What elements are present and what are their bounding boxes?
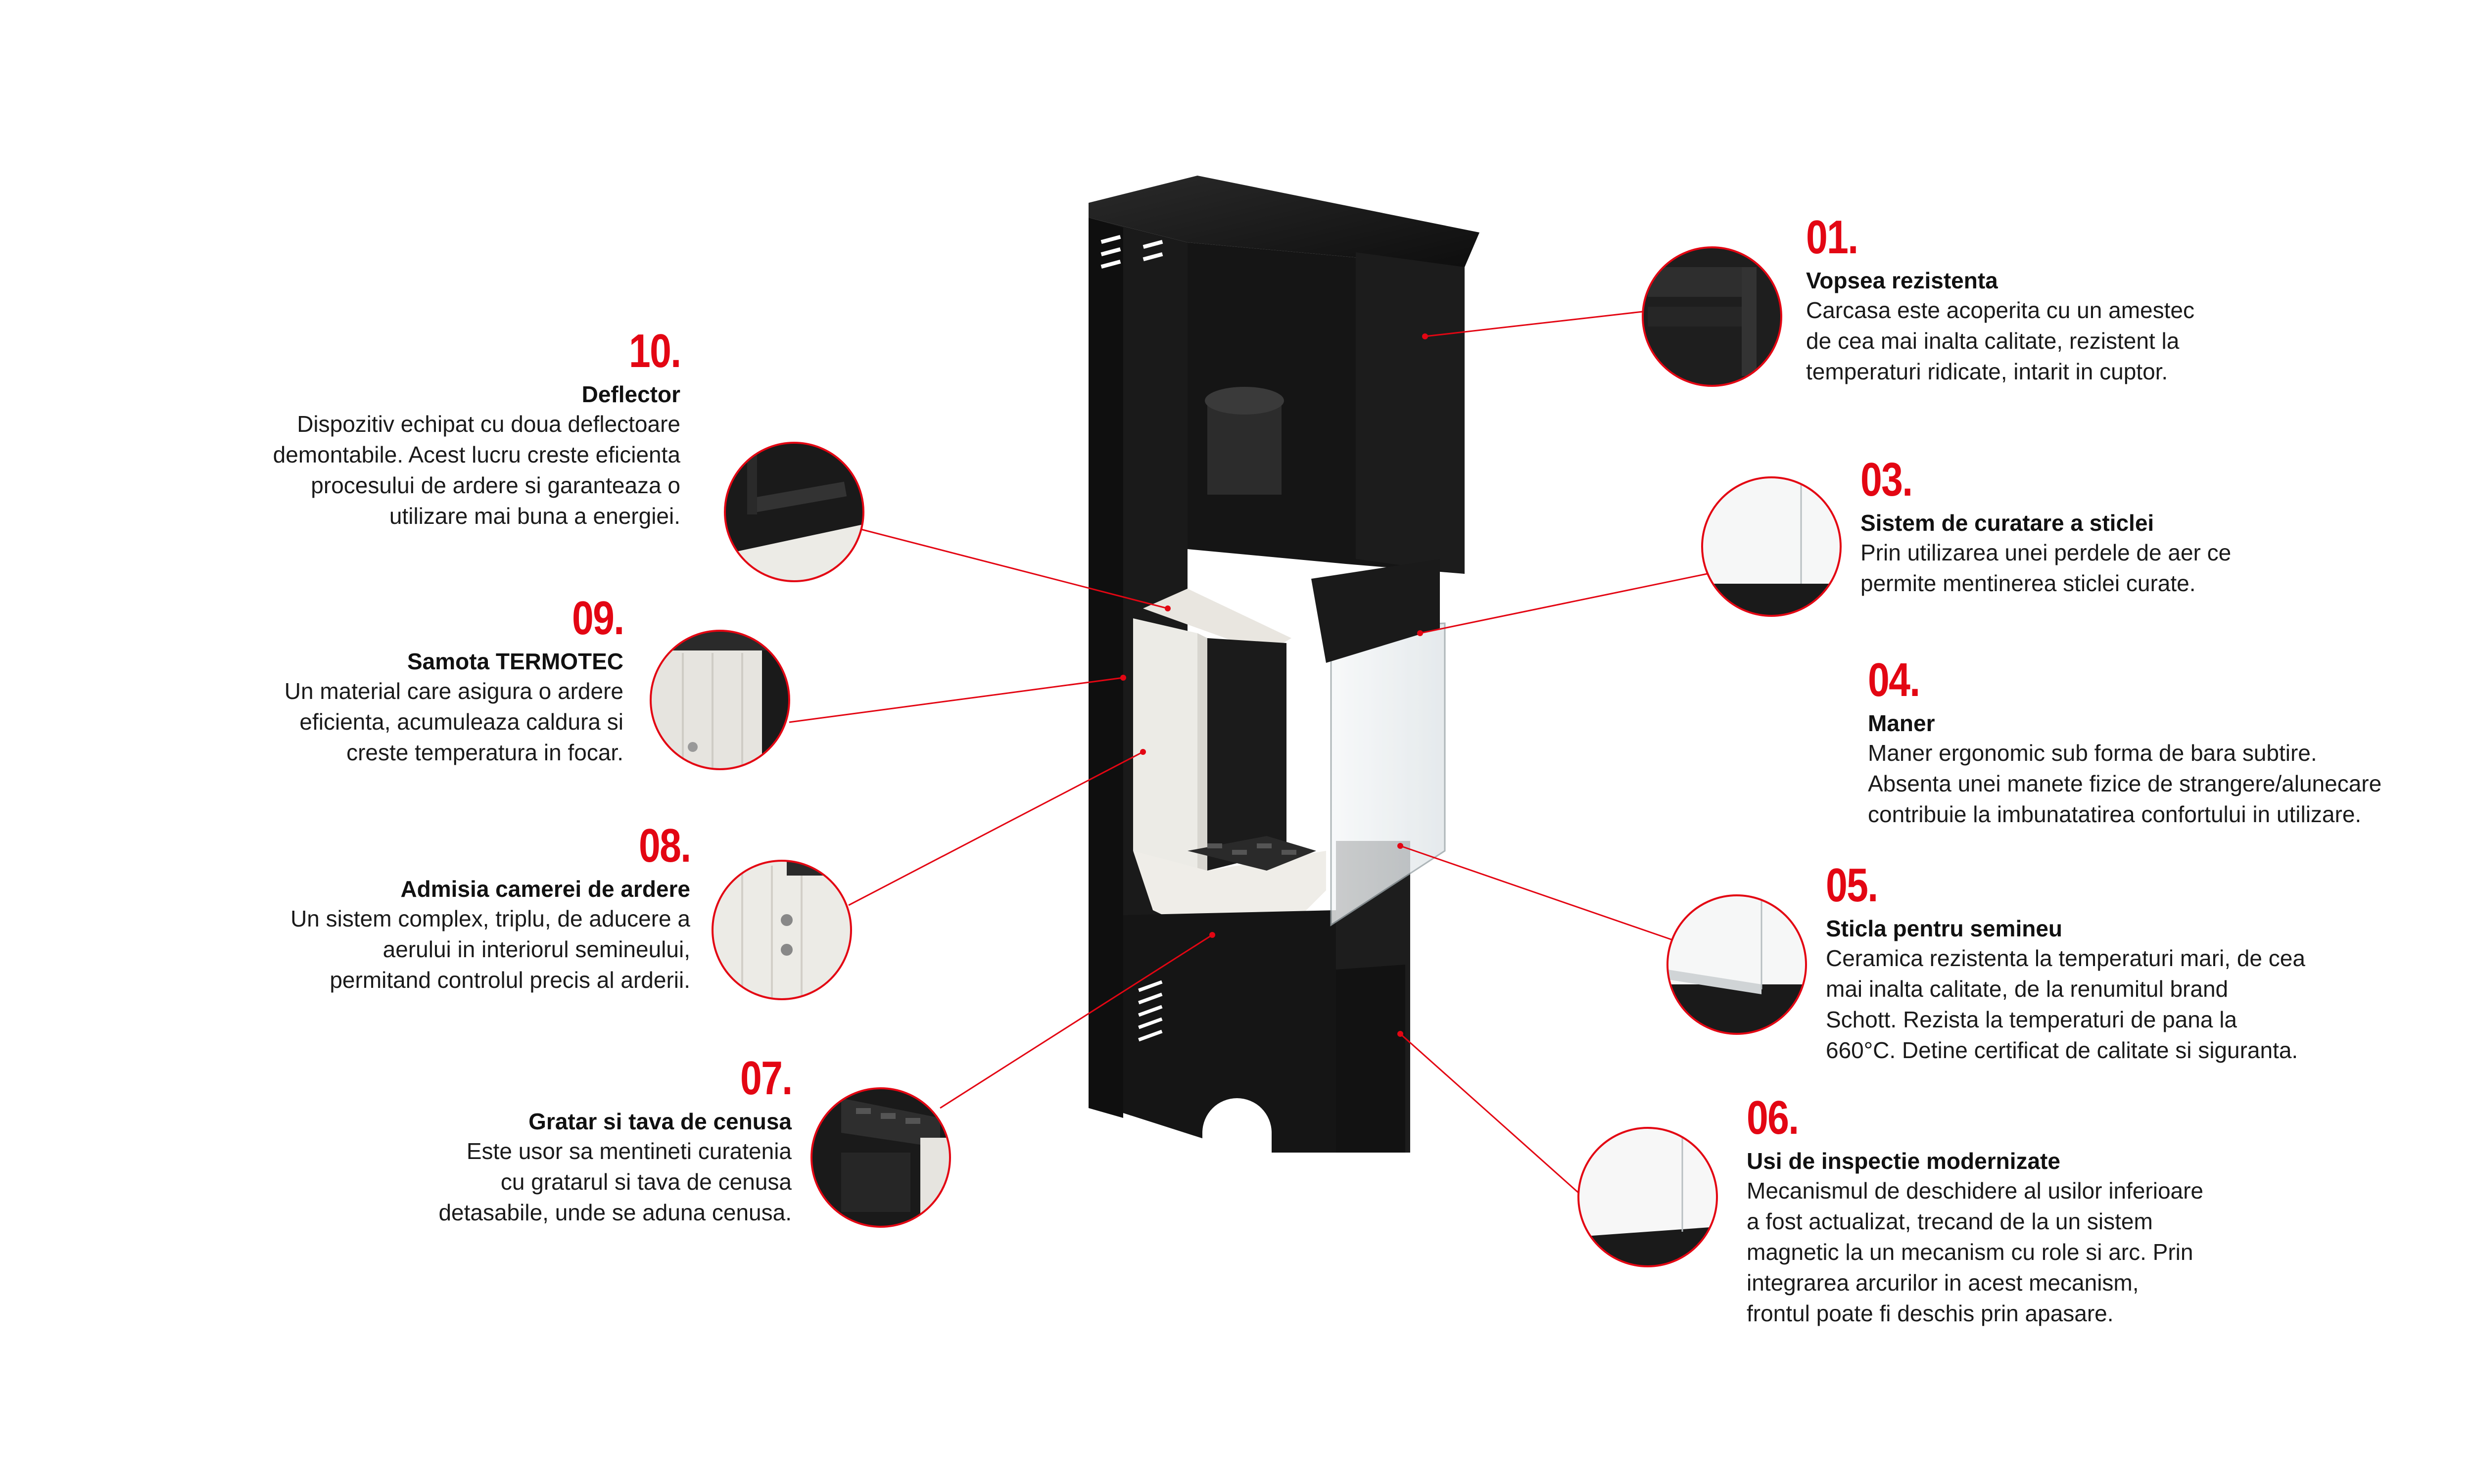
callout-number: 07. [740,1052,792,1105]
callout-paint: 01. Vopsea rezistenta Carcasa este acope… [1806,213,2449,387]
callout-description: Carcasa este acoperita cu un amestec de … [1806,297,2194,384]
callout-handle: 04. Maner Maner ergonomic sub forma de b… [1868,655,2462,830]
callout-description: Maner ergonomic sub forma de bara subtir… [1868,740,2382,827]
callout-title: Usi de inspectie modernizate [1747,1148,2060,1174]
callout-glass-cleaning: 03. Sistem de curatare a sticlei Prin ut… [1860,455,2474,599]
callout-description: Prin utilizarea unei perdele de aer ce p… [1860,540,2232,596]
callout-title: Vopsea rezistenta [1806,268,1998,293]
glass-detail-icon [1666,894,1807,1035]
callout-glass: 05. Sticla pentru semineu Ceramica rezis… [1826,861,2469,1066]
callout-number: 04. [1868,653,1920,706]
callout-description: Este usor sa mentineti curatenia cu grat… [438,1138,792,1225]
deflector-detail-icon [724,442,864,582]
callout-description: Un material care asigura o ardere eficie… [284,678,623,765]
leader-lines [789,311,1708,1198]
air-intake-detail-icon [712,860,852,1000]
callout-number: 10. [628,325,681,377]
grate-ashpan-detail-icon [810,1087,951,1228]
callout-inspection-doors: 06. Usi de inspectie modernizate Mecanis… [1747,1093,2390,1329]
callout-description: Un sistem complex, triplu, de aducere a … [290,906,690,993]
callout-title: Sticla pentru semineu [1826,916,2063,941]
callout-number: 03. [1860,453,1913,506]
callout-description: Dispozitiv echipat cu doua deflectoare d… [273,411,680,529]
callout-title: Admisia camerei de ardere [400,876,690,902]
callout-description: Mecanismul de deschidere al usilor infer… [1747,1178,2204,1326]
callout-number: 05. [1826,859,1878,912]
callout-title: Sistem de curatare a sticlei [1860,510,2154,536]
stove-cutaway [1089,176,1479,1158]
callout-description: Ceramica rezistenta la temperaturi mari,… [1826,945,2305,1063]
callout-title: Samota TERMOTEC [407,649,623,674]
callout-number: 08. [638,819,691,872]
glass-cleaning-detail-icon [1701,476,1842,617]
callout-air-intake: 08. Admisia camerei de ardere Un sistem … [47,819,691,995]
callout-deflector: 10. Deflector Dispozitiv echipat cu doua… [37,325,681,531]
callout-title: Deflector [581,381,680,407]
callout-samota: 09. Samota TERMOTEC Un material care asi… [0,592,624,768]
samota-detail-icon [650,630,790,770]
callout-title: Gratar si tava de cenusa [528,1109,792,1134]
callout-grate: 07. Gratar si tava de cenusa Este usor s… [148,1054,792,1228]
callout-number: 09. [571,592,624,645]
inspection-door-detail-icon [1577,1127,1718,1267]
paint-detail-icon [1642,246,1782,387]
callout-number: 06. [1747,1091,1799,1144]
callout-number: 01. [1806,211,1858,264]
callout-title: Maner [1868,710,1935,736]
